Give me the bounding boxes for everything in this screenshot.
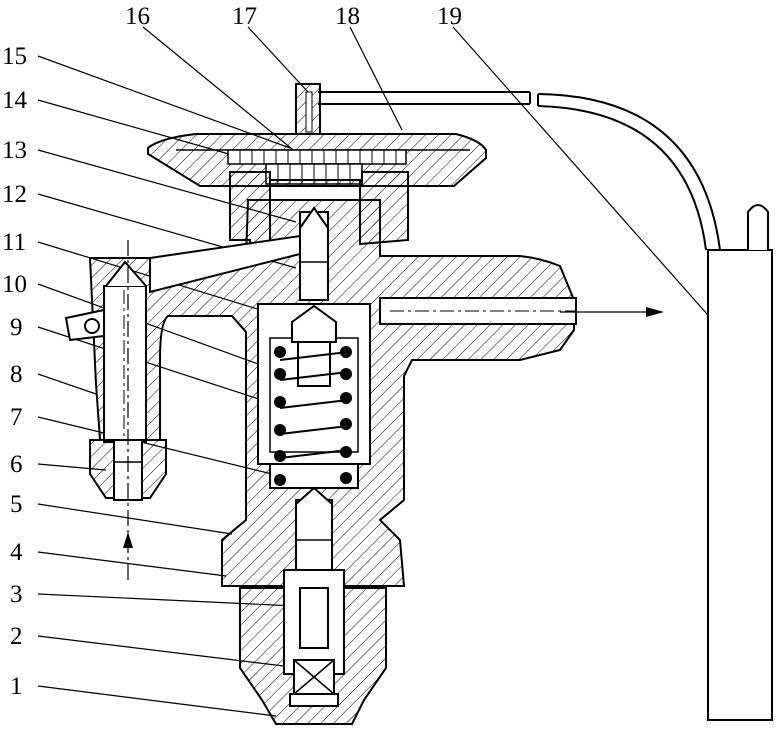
- label-15: 15: [2, 43, 27, 70]
- spring: [274, 346, 352, 486]
- label-12: 12: [2, 181, 27, 208]
- adjusting-screw: [239, 486, 387, 725]
- label-6: 6: [10, 451, 23, 478]
- label-2: 2: [10, 623, 23, 650]
- label-14: 14: [2, 87, 28, 114]
- label-18: 18: [335, 3, 360, 30]
- label-13: 13: [2, 137, 27, 164]
- label-4: 4: [10, 539, 23, 566]
- label-17: 17: [232, 3, 257, 30]
- label-1: 1: [10, 673, 23, 700]
- number-labels: 1 2 3 4 5 6 7 8 9 10 11 12 13 14 15 16 1…: [2, 3, 462, 700]
- flow-arrows: [123, 240, 664, 580]
- label-8: 8: [10, 361, 23, 388]
- label-9: 9: [10, 314, 23, 341]
- label-5: 5: [10, 491, 23, 518]
- valve-body: [64, 171, 577, 587]
- capillary-tube: [318, 91, 721, 251]
- label-10: 10: [2, 271, 27, 298]
- label-16: 16: [125, 3, 150, 30]
- sensing-bulb: [707, 204, 773, 721]
- label-19: 19: [437, 3, 462, 30]
- label-11: 11: [2, 229, 26, 256]
- label-7: 7: [10, 404, 23, 431]
- label-3: 3: [10, 581, 23, 608]
- diaphragm-head: [147, 83, 487, 187]
